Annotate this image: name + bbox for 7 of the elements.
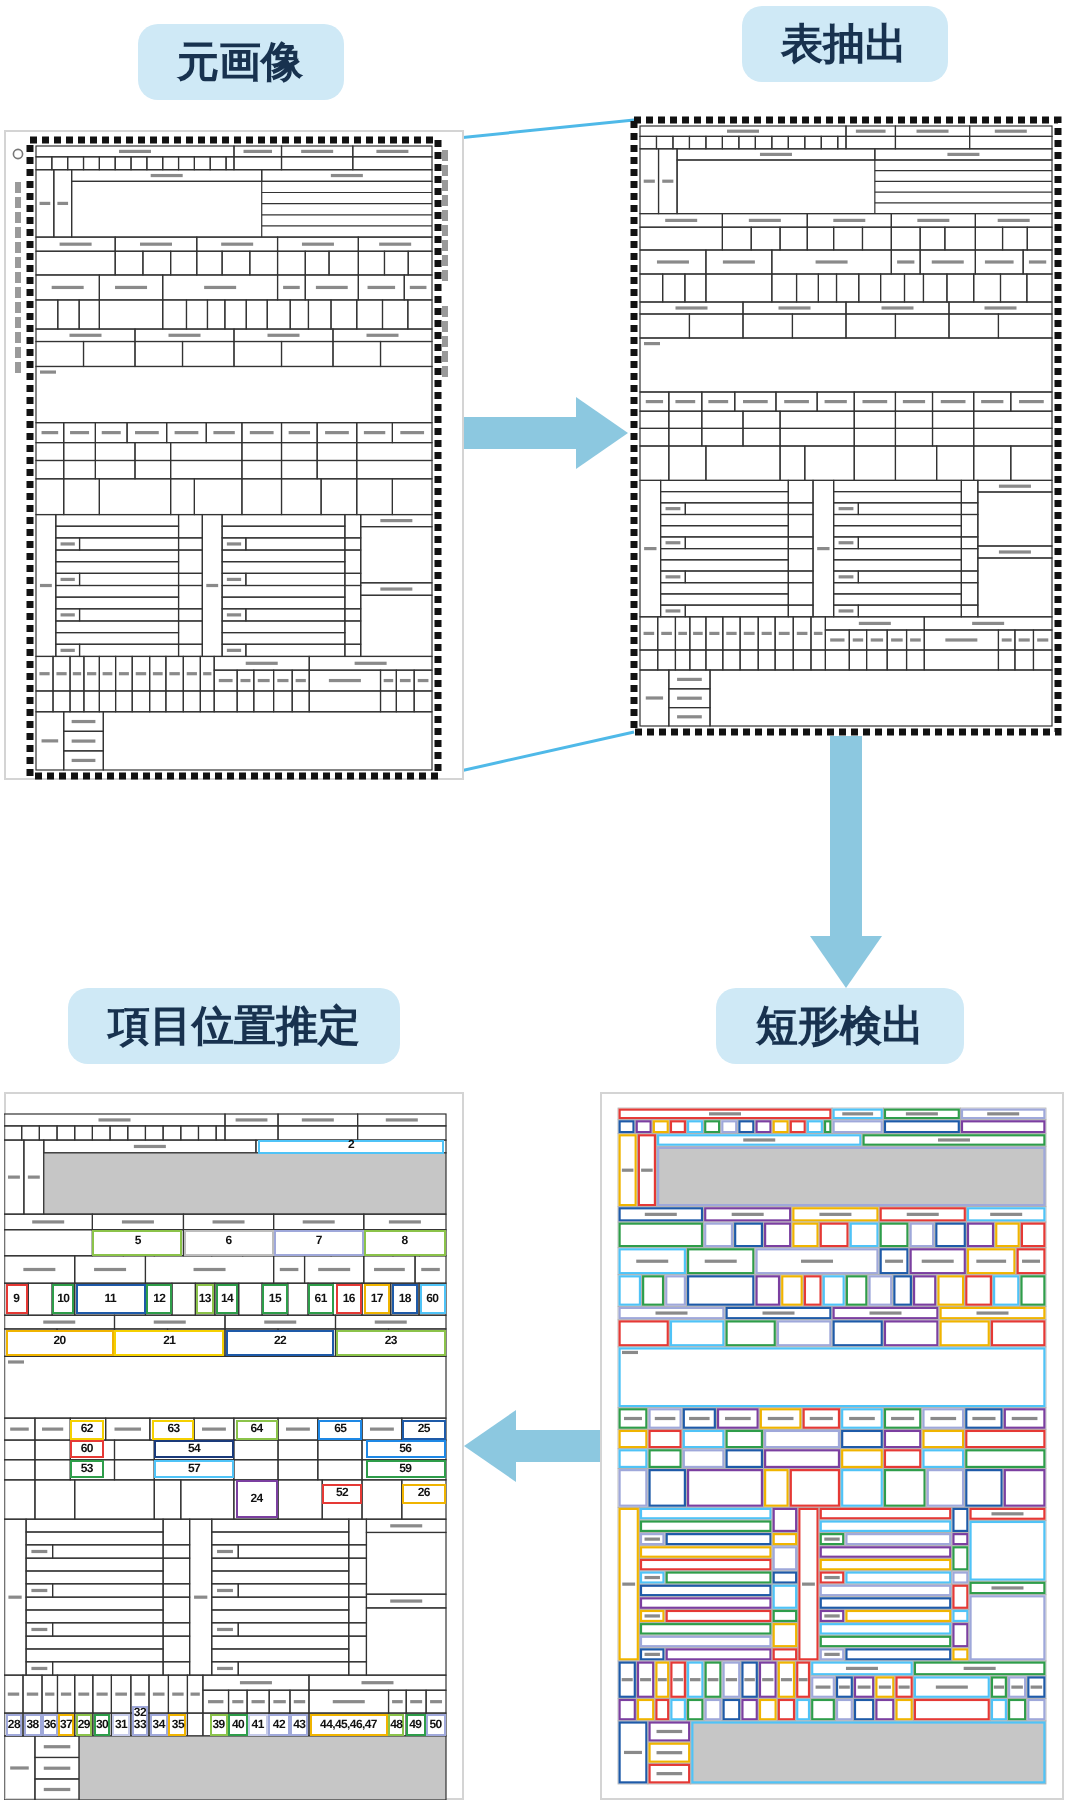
arrow — [810, 736, 882, 988]
step-heading: 短形検出 — [716, 988, 964, 1064]
step-heading: 元画像 — [137, 24, 343, 100]
arrow — [464, 1410, 600, 1482]
step-heading: 表抽出 — [741, 6, 947, 82]
arrow — [464, 397, 628, 469]
step-heading: 項目位置推定 — [68, 988, 400, 1064]
